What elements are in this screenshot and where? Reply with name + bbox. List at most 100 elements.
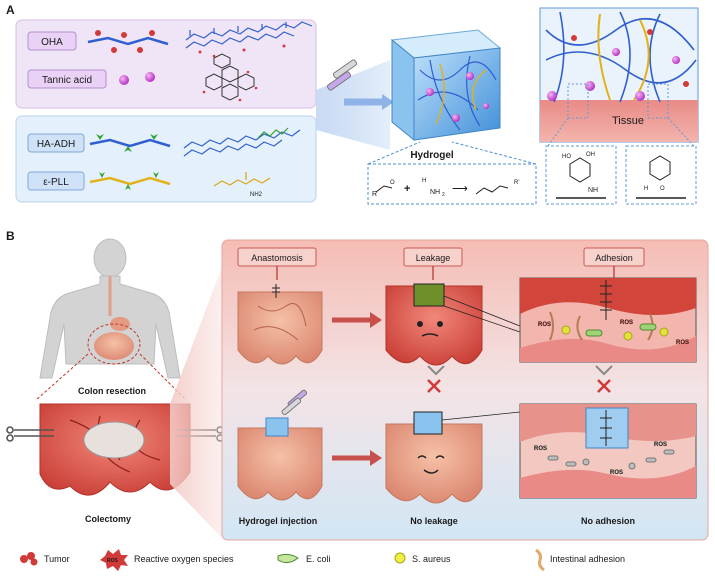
legend-tumor: Tumor (44, 554, 70, 564)
e-pll-structure (213, 172, 271, 187)
ros-tag-3: ROS (676, 340, 689, 346)
hydrogel-label: Hydrogel (410, 150, 454, 161)
arrow-red-1 (332, 312, 382, 328)
aldehyde-structure (375, 185, 393, 193)
legend-intestinal-adhesion: Intestinal adhesion (550, 554, 625, 564)
ros-tags-top: ROS ROS ROS (538, 320, 689, 346)
ros-tags-bottom: ROS ROS ROS (534, 442, 667, 476)
ha-adh-chain (89, 138, 171, 148)
ha-adh-label-box (27, 133, 85, 153)
catechol-nh: NH (588, 187, 598, 194)
ha-adh-label: HA-ADH (37, 139, 75, 150)
reaction-h: H (422, 178, 426, 184)
hbond-h: H (644, 186, 648, 192)
syringe-icon (326, 59, 358, 91)
no-leakage-callout (441, 411, 521, 421)
colectomy-label: Colectomy (85, 514, 131, 524)
colon-hydrogel-injection (237, 389, 323, 501)
block-mark-leakage (427, 365, 445, 393)
legend-s-aureus: S. aureus (412, 554, 451, 564)
tumor-icon (20, 552, 38, 566)
e-pll-label-box (27, 171, 85, 191)
tannic-acid-structure (205, 53, 255, 101)
reaction-o: O (390, 180, 395, 186)
reaction-callout-right (451, 141, 537, 165)
reaction-callout-left (367, 141, 421, 165)
catechol-oh: OH (586, 152, 595, 158)
panel-a-label: A (6, 3, 15, 17)
hbond-o: O (660, 186, 665, 192)
tannic-acid-label-box (27, 69, 107, 89)
oha-structure (185, 21, 313, 49)
arrow-red-2 (332, 450, 382, 466)
oha-chain (87, 36, 169, 46)
reaction-nh2-sub: 2 (442, 192, 445, 198)
colon-leakage (385, 283, 483, 366)
adhesion-label: Adhesion (595, 253, 633, 263)
legend: Tumor ROS Reactive oxygen species E. col… (20, 548, 625, 572)
tannic-acid-oh (202, 54, 258, 102)
colon-resection-label: Colon resection (78, 386, 146, 396)
panel-b-beam (170, 262, 224, 540)
leakage-label: Leakage (416, 253, 451, 263)
legend-ros: Reactive oxygen species (134, 554, 234, 564)
panel-a-blue-box (15, 115, 317, 203)
block-mark-adhesion (595, 365, 613, 393)
oha-structure-red (198, 44, 286, 54)
adhesion-inset-bottom (519, 403, 697, 499)
zoom-line-left (35, 353, 89, 401)
catechol-box (545, 145, 617, 205)
reaction-r1: R (372, 191, 377, 198)
human-body (39, 238, 181, 379)
tissue-inset (539, 7, 699, 143)
ros-icon (100, 549, 128, 571)
hbond-ring (649, 155, 671, 181)
reaction-r2: R' (514, 180, 519, 186)
catechol-ho: HO (562, 154, 571, 160)
small-colon (94, 332, 134, 360)
ros-tag-5: ROS (654, 442, 667, 448)
legend-e-coli: E. coli (306, 554, 331, 564)
tissue-label: Tissue (612, 115, 644, 127)
anastomosis-label: Anastomosis (251, 253, 303, 263)
reaction-box (367, 163, 537, 205)
hydrogel-cube (390, 29, 502, 142)
tannic-acid-label: Tannic acid (42, 75, 92, 86)
reaction-plus: + (404, 183, 410, 195)
hydrogel-injection-label: Hydrogel injection (239, 516, 318, 526)
ros-tag-4: ROS (534, 446, 547, 452)
colon-anastomosis (237, 284, 323, 365)
colectomy-colon (39, 403, 191, 496)
ros-tag-2: ROS (620, 320, 633, 326)
hydrazone-structure (475, 185, 509, 195)
oha-label: OHA (41, 37, 63, 48)
e-coli-icon (277, 553, 299, 564)
reaction-arrow: ⟶ (452, 183, 468, 195)
no-leakage-label: No leakage (410, 516, 458, 526)
e-pll-chain (89, 176, 171, 186)
oha-aldehyde-dots (95, 30, 155, 53)
ha-adh-green (96, 134, 158, 152)
intestinal-adhesion-icon (535, 548, 545, 572)
s-aureus-icon (394, 552, 406, 564)
stomach (110, 317, 130, 331)
colon-no-leakage (385, 411, 483, 504)
ros-tag-6: ROS (610, 470, 623, 476)
mix-arrow-head (382, 94, 394, 110)
tannic-acid-balls (119, 72, 155, 85)
catechol-ring (569, 157, 591, 183)
leakage-callout-2 (443, 305, 521, 333)
leakage-callout (443, 295, 521, 327)
e-pll-label: ε-PLL (43, 177, 69, 188)
hbond-box (625, 145, 697, 205)
zoom-line-right (139, 353, 187, 401)
adhesion-inset-top (519, 277, 697, 363)
legend-ros-icon-text: ROS (107, 558, 119, 564)
no-adhesion-label: No adhesion (581, 516, 635, 526)
oha-label-box (27, 31, 77, 51)
e-pll-nh2: NH2 (250, 192, 263, 198)
resection-circle (87, 323, 141, 365)
ha-adh-side-chain (257, 127, 289, 139)
e-pll-green (99, 172, 159, 190)
panel-b-label: B (6, 229, 15, 243)
